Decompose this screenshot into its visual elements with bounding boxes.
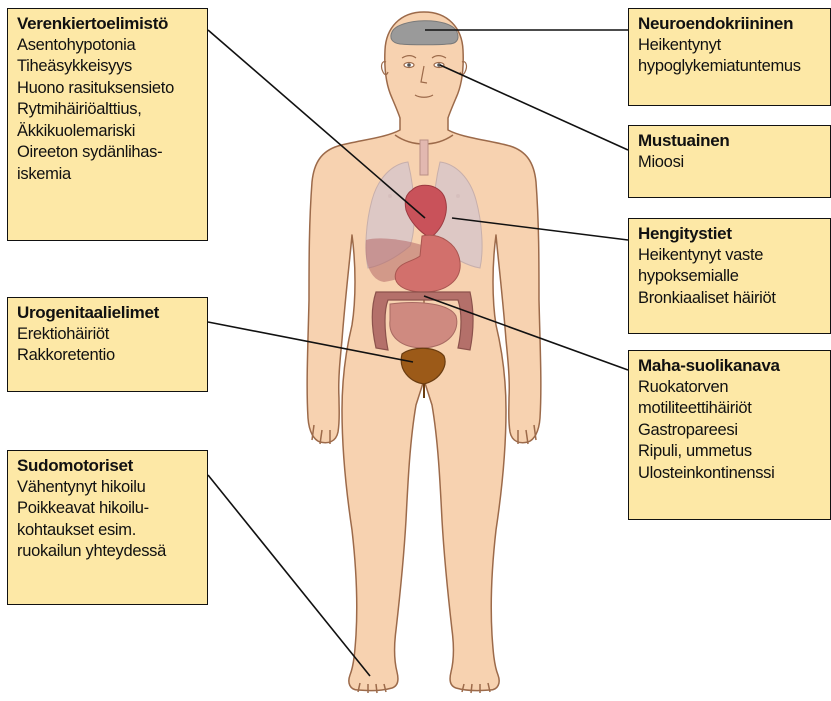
box-line: Oireeton sydänlihas- (17, 142, 201, 164)
brain (391, 21, 458, 45)
box-line: motiliteettihäiriöt (638, 398, 824, 420)
box-urogenital: Urogenitaalielimet Erektiohäiriöt Rakkor… (7, 297, 208, 392)
box-title: Urogenitaalielimet (17, 302, 201, 324)
box-line: ruokailun yhteydessä (17, 541, 201, 563)
box-gastrointestinal: Maha-suolikanava Ruokatorven motiliteett… (628, 350, 831, 520)
box-line: Tiheäsykkeisyys (17, 56, 201, 78)
box-respiratory: Hengitystiet Heikentynyt vaste hypoksemi… (628, 218, 831, 334)
box-line: Gastropareesi (638, 420, 824, 442)
box-line: Ulosteinkontinenssi (638, 463, 824, 485)
small-intestine (390, 303, 457, 349)
box-line: Heikentynyt (638, 35, 824, 57)
box-line: Heikentynyt vaste (638, 245, 824, 267)
box-line: Ripuli, ummetus (638, 441, 824, 463)
box-line: Rytmihäiriöalttius, (17, 99, 201, 121)
box-line: iskemia (17, 164, 201, 186)
box-line: hypoglykemiatuntemus (638, 56, 824, 78)
box-line: hypoksemialle (638, 266, 824, 288)
box-title: Maha-suolikanava (638, 355, 824, 377)
box-line: Asentohypotonia (17, 35, 201, 57)
connector-sudomotor (208, 475, 370, 676)
box-sudomotor: Sudomotoriset Vähentynyt hikoilu Poikkea… (7, 450, 208, 605)
trachea (420, 140, 428, 175)
box-line: Bronkiaaliset häiriöt (638, 288, 824, 310)
box-pupil: Mustuainen Mioosi (628, 125, 831, 198)
box-line: Äkkikuolemariski (17, 121, 201, 143)
box-line: kohtaukset esim. (17, 520, 201, 542)
box-line: Huono rasituksensieto (17, 78, 201, 100)
box-title: Neuroendokriininen (638, 13, 824, 35)
box-line: Rakkoretentio (17, 345, 201, 367)
box-line: Erektiohäiriöt (17, 324, 201, 346)
box-title: Hengitystiet (638, 223, 824, 245)
box-title: Sudomotoriset (17, 455, 201, 477)
box-title: Verenkiertoelimistö (17, 13, 201, 35)
box-line: Vähentynyt hikoilu (17, 477, 201, 499)
box-line: Mioosi (638, 152, 824, 174)
box-line: Ruokatorven (638, 377, 824, 399)
box-neuroendocrine: Neuroendokriininen Heikentynyt hypoglyke… (628, 8, 831, 106)
box-cardiovascular: Verenkiertoelimistö Asentohypotonia Tihe… (7, 8, 208, 241)
box-title: Mustuainen (638, 130, 824, 152)
box-line: Poikkeavat hikoilu- (17, 498, 201, 520)
